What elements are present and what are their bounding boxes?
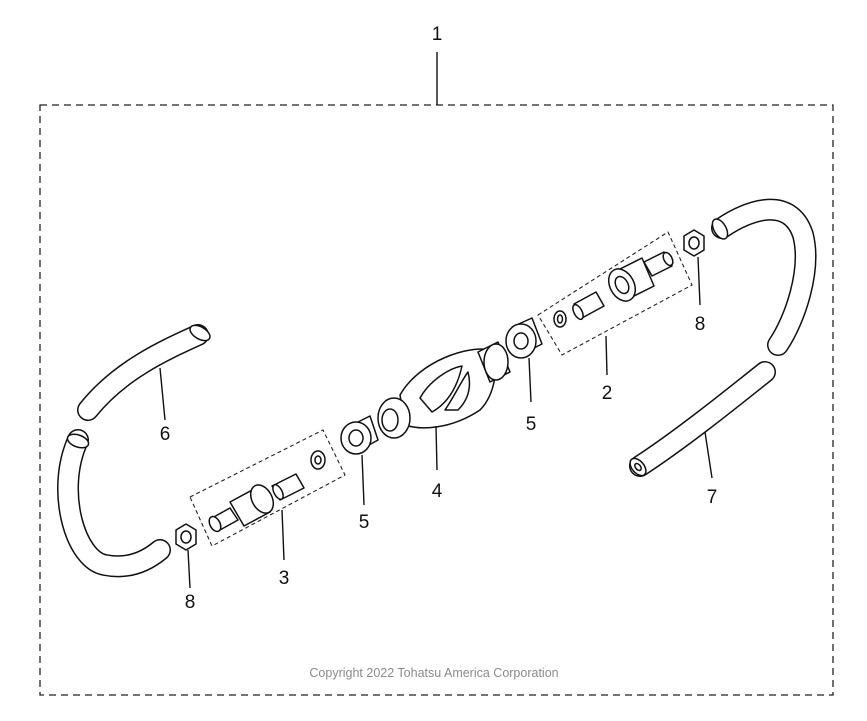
leader-5-right bbox=[528, 357, 532, 403]
callout-1: 1 bbox=[432, 24, 443, 45]
grommet-5-left bbox=[340, 415, 379, 455]
leader-4 bbox=[435, 425, 438, 471]
leader-8-left bbox=[187, 549, 191, 589]
leader-7 bbox=[704, 431, 713, 479]
callout-8-right: 8 bbox=[695, 314, 706, 335]
leader-6 bbox=[159, 367, 166, 421]
hose-nut-left bbox=[175, 523, 197, 551]
fuel-hose-bend-left bbox=[57, 429, 171, 578]
connector-2-boundary bbox=[537, 231, 693, 356]
fuel-hose-bend-right bbox=[711, 198, 817, 356]
primer-bulb-4 bbox=[377, 341, 511, 439]
callout-6: 6 bbox=[160, 424, 171, 445]
callout-5-right: 5 bbox=[526, 414, 537, 435]
connector-3-boundary bbox=[189, 429, 346, 547]
fuel-connector-2 bbox=[553, 251, 674, 328]
leader-3 bbox=[281, 509, 285, 561]
hose-nut-right bbox=[683, 229, 705, 257]
callout-3: 3 bbox=[279, 568, 290, 589]
callout-5-left: 5 bbox=[359, 512, 370, 533]
fuel-connector-3 bbox=[208, 450, 326, 533]
callout-2: 2 bbox=[602, 383, 613, 404]
grommet-5-right bbox=[505, 317, 543, 359]
callout-7: 7 bbox=[707, 487, 718, 508]
callout-8-left: 8 bbox=[185, 592, 196, 613]
callout-4: 4 bbox=[432, 481, 443, 502]
fuel-hose-7 bbox=[629, 361, 776, 477]
leader-2 bbox=[605, 335, 608, 376]
fuel-hose-6 bbox=[77, 324, 211, 421]
leader-8-right bbox=[697, 256, 701, 306]
copyright-notice: Copyright 2022 Tohatsu America Corporati… bbox=[309, 666, 558, 680]
leader-5-left bbox=[361, 454, 365, 506]
